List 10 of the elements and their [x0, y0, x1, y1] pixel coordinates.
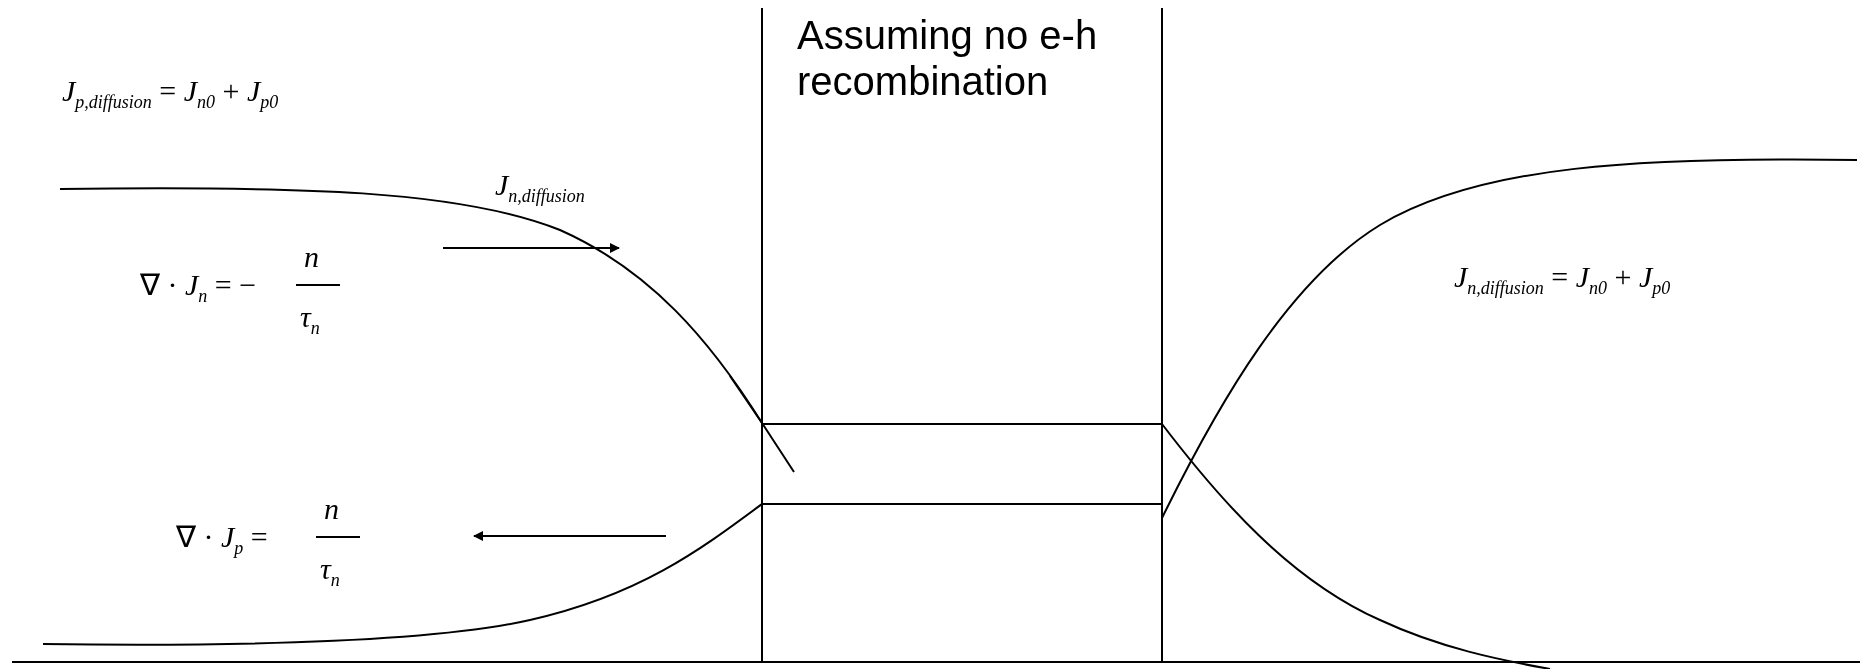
- equation-text: J$_{n,diffusion}$ = J$_{n0}$ + J$_{p0}$: [1454, 260, 1671, 299]
- fraction-numerator: n: [324, 492, 339, 525]
- current-label: J$_{n,diffusion}$: [495, 168, 585, 207]
- note-text: Assuming no e-h recombination: [797, 12, 1099, 104]
- fraction-numerator: n: [304, 240, 319, 273]
- fraction-denominator: τ$_{n}$: [320, 552, 340, 591]
- fraction-denominator: τ$_{n}$: [300, 300, 320, 339]
- equation-text: ∇ · J$_{p}$ =: [176, 520, 268, 559]
- equation-text: ∇ · J$_{n}$ = −: [140, 268, 257, 307]
- equation-text: J$_{p,diffusion}$ = J$_{n0}$ + J$_{p0}$: [62, 74, 279, 113]
